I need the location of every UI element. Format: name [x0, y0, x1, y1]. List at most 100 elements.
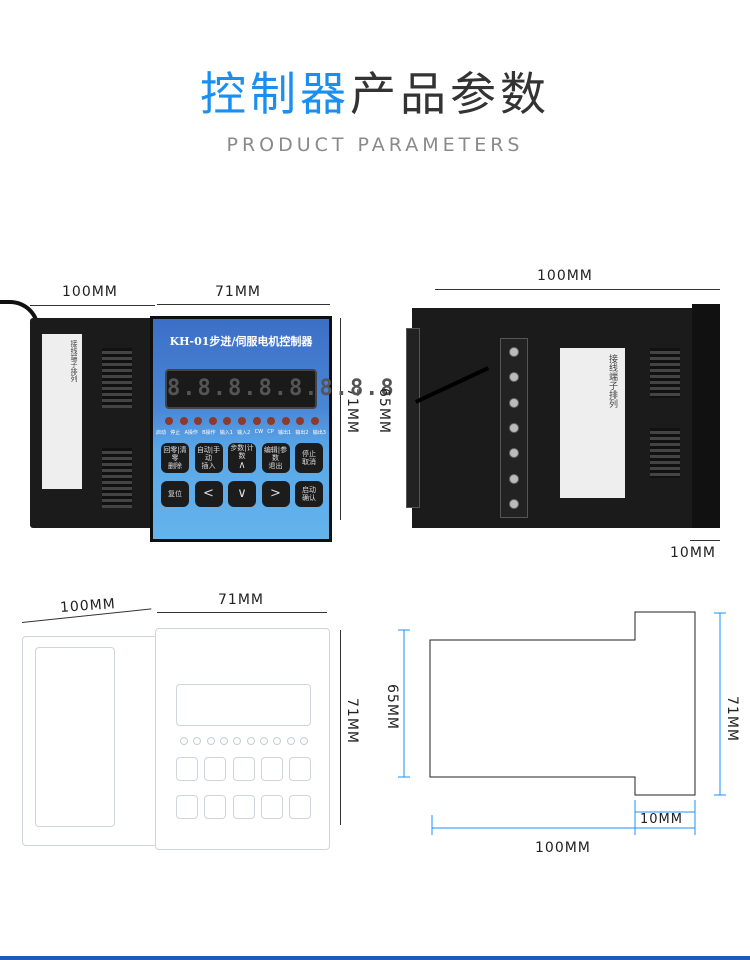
key-start-confirm[interactable]: 启动确认 — [295, 481, 323, 507]
device-rear-body: 接线端子排列 — [406, 308, 692, 528]
led-indicator — [296, 417, 305, 425]
dim-line — [435, 289, 720, 290]
sketch-led — [286, 737, 295, 745]
led-indicator — [194, 417, 203, 425]
device-side: 接线端子排列 — [30, 318, 155, 528]
key-label: 退出 — [268, 462, 283, 471]
sketch-led — [219, 737, 228, 745]
dim-line — [30, 305, 155, 306]
led-indicator — [208, 417, 217, 425]
led-label: 启动 — [156, 430, 167, 436]
outline-shape — [429, 611, 696, 796]
sketch-front — [155, 628, 330, 850]
screw-icon — [509, 448, 519, 459]
sketch-leds — [180, 737, 308, 745]
sketch-key — [204, 757, 227, 781]
led-label: 停止 — [170, 430, 181, 436]
page-title: 控制器产品参数 — [0, 58, 750, 124]
panel-title: KH-01步进/伺服电机控制器 — [169, 335, 313, 348]
vent — [102, 348, 132, 408]
key-left[interactable]: < — [194, 481, 223, 507]
key-reset[interactable]: 复位 — [161, 481, 189, 507]
led-row — [165, 417, 319, 425]
key-label: 编辑|参数 — [263, 445, 288, 462]
key-label: 删除 — [168, 462, 182, 471]
sketch-keys-2 — [176, 795, 311, 819]
screw-icon — [509, 499, 519, 510]
key-row-2: 复位 < ∨ > 启动确认 — [161, 481, 323, 507]
dim-height-label: 71MM — [344, 698, 360, 744]
led-label: CP — [267, 429, 274, 435]
sketch-led — [273, 737, 282, 745]
led-indicator — [237, 417, 246, 425]
key-steps-up[interactable]: 步数|计数∧ — [228, 443, 256, 473]
key-label: 启动 — [302, 485, 316, 494]
led-indicator — [267, 417, 276, 425]
sketch-key — [289, 795, 311, 819]
key-home-delete[interactable]: 回零|清零删除 — [161, 443, 189, 473]
led-label: 输出1 — [277, 430, 292, 436]
front-flange — [692, 304, 720, 528]
sketch-led — [206, 737, 215, 745]
dim-flange-label: 10MM — [670, 545, 716, 561]
led-label: B操作 — [202, 430, 216, 436]
dim-width-label: 71MM — [218, 592, 264, 608]
sketch-key — [232, 795, 255, 819]
key-label: > — [270, 485, 281, 501]
screw-icon — [509, 346, 519, 357]
screw-icon — [509, 422, 519, 433]
key-label: ∨ — [237, 485, 247, 501]
screw-icon — [509, 372, 519, 383]
sketch-key — [176, 795, 198, 819]
sketch-led — [180, 737, 188, 745]
key-right[interactable]: > — [261, 481, 290, 507]
dim-line — [690, 540, 720, 541]
led-label: CW — [254, 429, 264, 435]
bottom-bar — [0, 956, 750, 960]
key-label: 确认 — [302, 494, 316, 502]
key-row-1: 回零|清零删除 自动|手动插入 步数|计数∧ 编辑|参数退出 停止取消 — [161, 443, 323, 473]
key-label: 步数|计数 — [230, 444, 254, 461]
key-label: 插入 — [201, 462, 216, 471]
led-label: 输入1 — [219, 430, 233, 436]
vent — [650, 348, 680, 398]
key-auto-insert[interactable]: 自动|手动插入 — [194, 443, 223, 473]
key-label: 取消 — [302, 458, 316, 466]
title-highlight: 控制器 — [200, 67, 350, 121]
page-subtitle: PRODUCT PARAMETERS — [226, 134, 524, 156]
led-indicator — [223, 417, 232, 425]
led-indicator — [179, 417, 188, 425]
sketch-led — [193, 737, 202, 745]
dim-width-label: 71MM — [215, 284, 261, 300]
key-label: 复位 — [168, 489, 182, 498]
led-label: 输出2 — [295, 430, 309, 436]
dim-line — [340, 630, 341, 825]
screw-icon — [509, 473, 519, 484]
led-label: 输出3 — [312, 430, 326, 436]
sketch-keys-1 — [176, 757, 311, 781]
cable — [414, 366, 490, 404]
led-label: A操作 — [184, 430, 198, 436]
dim-line — [340, 318, 341, 520]
led-indicator — [165, 417, 173, 425]
sketch-key — [289, 757, 311, 781]
vent — [102, 448, 132, 508]
led-indicator — [252, 417, 261, 425]
key-down[interactable]: ∨ — [228, 481, 256, 507]
sketch-key — [232, 757, 255, 781]
key-edit-exit[interactable]: 编辑|参数退出 — [261, 443, 290, 473]
key-label: < — [203, 485, 214, 501]
led-label: 输入2 — [237, 430, 251, 436]
dim-body-height-label: 65MM — [384, 684, 400, 730]
dim-panel-height-label: 71MM — [724, 696, 740, 742]
sketch-side — [22, 636, 162, 846]
key-label: 自动|手动 — [196, 445, 221, 462]
outline-drawing — [398, 611, 726, 835]
sketch-key — [204, 795, 227, 819]
vent — [650, 428, 680, 478]
key-stop-cancel[interactable]: 停止取消 — [295, 443, 323, 473]
dim-height-label: 65MM — [376, 388, 392, 434]
seven-segment-display: 8.8.8.8.8.8.8.8 — [165, 369, 394, 409]
